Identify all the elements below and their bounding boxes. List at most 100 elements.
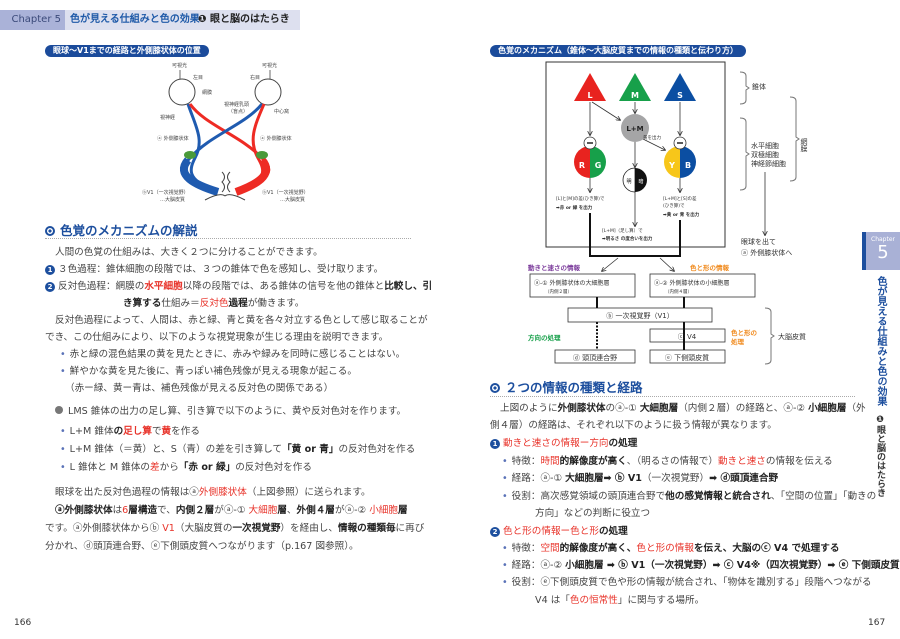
text-segment: 経路：ⓐ-② <box>511 560 566 571</box>
text-segment: の情報を伝える <box>765 456 833 467</box>
brain-sketch <box>204 171 246 201</box>
text-line: V4 は「色の恒常性」に関与する場所。 <box>535 594 704 607</box>
section-title: ❶ 眼と脳のはたらき <box>198 10 290 30</box>
text-segment: V4 は「 <box>535 595 570 606</box>
text-segment: を作る <box>171 426 200 437</box>
text-line: 人間の色覚の仕組みは、大きく２つに分けることができます。 <box>55 246 323 259</box>
opponent-R: R <box>579 161 585 170</box>
text-line: 上図のように外側膝状体のⓐ-① 大細胞層（内側２層）の経路と、ⓐ-② 小細胞層（… <box>500 402 866 415</box>
text-segment: 比較し、引 <box>384 281 433 292</box>
text-segment: 色の恒常性 <box>569 595 618 606</box>
text-segment: 動きと速さの情報ー方向 <box>503 438 609 449</box>
label-exit-eye: 眼球を出て <box>741 237 776 246</box>
text-segment: 大細胞 <box>248 505 278 516</box>
number-marker-icon: 1 <box>45 265 55 275</box>
yb-output: ➡黄 or 青 を出力 <box>663 211 700 218</box>
color-mechanism-diagram: L M S L+M 黄を出力 R G Y B 明 暗 [L]と[M]の差(ひき算… <box>528 61 808 365</box>
heading-text: ２つの情報の種類と経路 <box>505 380 643 395</box>
number-marker-icon: 2 <box>490 527 500 537</box>
text-segment: LMS 錐体の出力の足し算、引き算で以下のように、黄や反対色対を作ります。 <box>68 406 407 417</box>
text-segment: （内側２層）の経路と、ⓐ-② <box>678 403 809 414</box>
text-segment: 鮮やかな黄を見た後に、青っぽい補色残像が見える現象が起こる。 <box>69 366 357 377</box>
text-segment: の <box>113 426 124 437</box>
cone-L <box>574 73 606 101</box>
bullet-icon: • <box>502 543 508 554</box>
bullet-icon: • <box>502 473 508 484</box>
yellow-output-label: 黄を出力 <box>643 134 661 141</box>
text-segment: でき、この仕組みにより、以下のような視覚現象が生じる理由を説明できます。 <box>45 332 389 343</box>
label-cones: 錐体 <box>752 82 766 91</box>
box-v4: ⓒ V4 <box>678 333 697 341</box>
heading-bullet-icon <box>490 383 500 393</box>
text-segment: 「赤 or 緑」 <box>178 462 236 473</box>
text-segment: 的解像度が高く、 <box>559 543 637 554</box>
figure-banner-left: 眼球〜V1までの経路と外側膝状体の位置 <box>45 45 209 57</box>
label-v1-right: ⓑV1（一次視覚野） <box>262 189 309 196</box>
side-tab-title: 色が見える仕組みと色の効果 <box>875 276 886 406</box>
label-cerebral-cortex: 大脳皮質 <box>778 332 806 341</box>
box-parvo-sub: （内側４層） <box>665 288 692 295</box>
box-inferotemporal: ⓔ 下側頭皮質 <box>665 353 709 362</box>
cone-M <box>619 73 651 101</box>
chapter-side-tab[interactable]: Chapter 5 <box>862 232 900 270</box>
text-segment: 特徴： <box>511 456 541 467</box>
dark-label: 暗 <box>638 178 643 185</box>
label-v1-left: ⓑV1（一次視覚野） <box>142 189 189 196</box>
text-segment: V1 <box>162 523 175 534</box>
text-line: •鮮やかな黄を見た後に、青っぽい補色残像が見える現象が起こる。 <box>60 365 357 378</box>
lgn-right <box>256 151 268 159</box>
text-segment: 人間の色覚の仕組みは、大きく２つに分けることができます。 <box>55 247 323 258</box>
text-segment: ３色過程：錐体細胞の段階では、３つの錐体で色を感知し、受け取ります。 <box>58 264 384 275</box>
label-right-eye: 右目 <box>250 74 260 81</box>
text-segment: 差 <box>150 462 160 473</box>
text-line: •L 錐体と M 錐体の差から「赤 or 緑」の反対色対を作る <box>60 461 312 474</box>
chapter-title: 色が見える仕組みと色の効果 <box>70 14 200 25</box>
text-segment: 経路：ⓐ-① <box>511 473 566 484</box>
rg-desc: [L]と[M]の差(ひき算)で <box>556 195 605 202</box>
text-segment: 黄 <box>161 426 172 437</box>
text-line: 分かれ、ⓓ頭頂連合野、ⓔ下側頭皮質へつながります（p.167 図参照）。 <box>45 540 359 553</box>
text-segment: 時間 <box>540 456 560 467</box>
label-cortex-right: …大脳皮質 <box>280 196 305 203</box>
text-line: •L+M 錐体（＝黄）と、S（青）の差を引き算して「黄 or 青」の反対色対を作… <box>60 443 415 456</box>
text-segment: 特徴： <box>511 543 541 554</box>
text-segment: 上図のように <box>500 403 558 414</box>
label-lgn-right: ⓐ 外側膝状体 <box>260 135 292 142</box>
text-segment: 層 <box>397 505 408 516</box>
label-left-eye: 左目 <box>193 74 203 81</box>
text-segment: L+M 錐体 <box>69 426 114 437</box>
text-segment: 小細胞 <box>369 505 398 516</box>
text-segment: 外側膝状体 <box>557 403 606 414</box>
text-line: •経路：ⓐ-② 小細胞層 ➡ ⓑ V1（一次視覚野）➡ ⓒ V4※（四次視覚野）… <box>502 559 900 572</box>
text-segment: 以降の段階では、ある錐体の信号を他の錐体と <box>182 281 385 292</box>
text-segment: 反対色 <box>199 298 229 309</box>
text-segment: 他の感覚情報と統合され <box>665 491 771 502</box>
side-tab-section-label: 眼と脳のはたらき <box>875 425 885 497</box>
text-segment: を伝え、大脳のⓒ V4 で処理する <box>693 543 840 554</box>
text-line: •特徴：空間的解像度が高く、色と形の情報を伝え、大脳のⓒ V4 で処理する <box>502 542 839 555</box>
text-line: 方向」などの判断に役立つ <box>535 507 650 520</box>
text-segment: で、 <box>157 505 176 516</box>
text-segment: の反対色対を作る <box>338 444 416 455</box>
text-segment: 的解像度が高く <box>559 456 627 467</box>
text-line: •役割：高次感覚領域の頭頂連合野で他の感覚情報と統合され、「空間の位置」「動きの <box>502 490 876 503</box>
side-tab-mark: ❶ <box>875 415 885 425</box>
text-segment: （上図参照）に送られます。 <box>246 487 371 498</box>
bullet-icon: • <box>502 456 508 467</box>
left-eye <box>168 78 196 106</box>
text-line: •特徴：時間的解像度が高く、（明るさの情報で）動きと速さの情報を伝える <box>502 455 833 468</box>
text-segment: がⓐ-② <box>334 505 370 516</box>
section-label: 眼と脳のはたらき <box>209 14 290 25</box>
side-tab-section: ❶眼と脳のはたらき <box>874 415 887 497</box>
heading-bullet-icon <box>45 226 55 236</box>
text-segment: 役割：ⓔ下側頭皮質で色や形の情報が統合され、「物体を識別する」段階へつながる <box>511 577 872 588</box>
divider <box>45 238 411 239</box>
text-segment: 過程 <box>228 298 248 309</box>
radiation-blue <box>179 157 220 196</box>
text-segment: 6 <box>122 505 129 516</box>
text-segment: ➡ ⓓ頭頂連合野 <box>709 473 779 484</box>
page-number-right: 167 <box>868 618 886 628</box>
